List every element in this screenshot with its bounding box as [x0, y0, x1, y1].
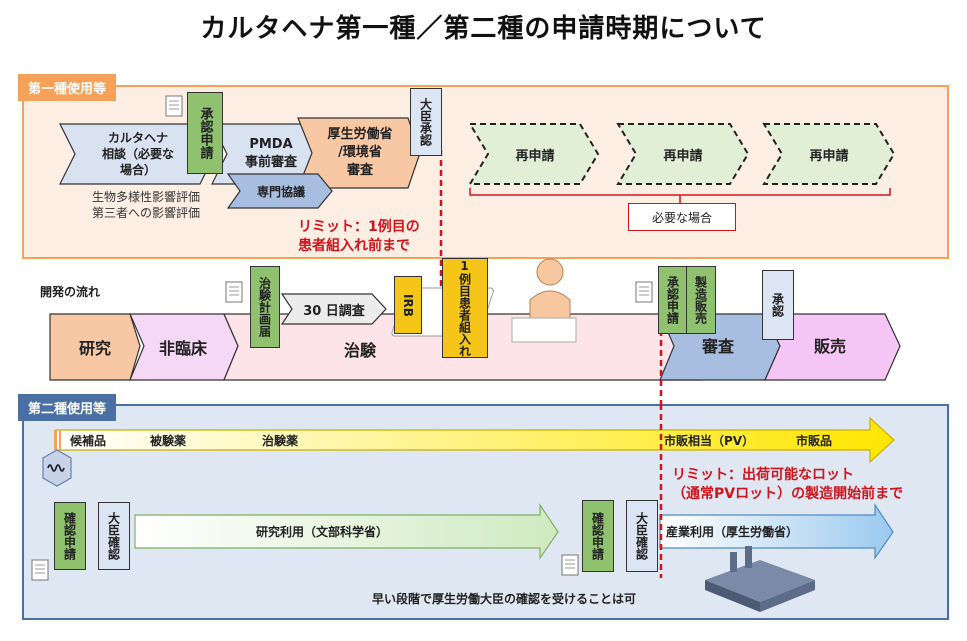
impact-label-2: 第三者への影響評価: [92, 206, 201, 220]
industrial-use-label: 産業利用（厚生労働省）: [666, 525, 799, 539]
specialist-chevron: [226, 173, 333, 209]
trial-label: 治験: [343, 341, 376, 360]
research-label: 研究: [78, 339, 111, 358]
nonclinical-label: 非臨床: [158, 339, 207, 358]
stage-pv: 市販相当（PV）: [664, 434, 755, 448]
minister-confirm-box-2: 大臣確認: [626, 500, 658, 572]
stage-candidate: 候補品: [70, 434, 107, 448]
limit-label-1: リミット：1例目の 患者組入れ前まで: [298, 219, 420, 254]
sales-chevron: [764, 313, 901, 381]
stage-test-drug: 被験薬: [150, 434, 187, 448]
if-needed-box: 必要な場合: [628, 203, 736, 231]
document-icon-3: [635, 281, 653, 303]
specialist-label: 専門協議: [256, 184, 305, 199]
stage-trial-drug: 治験薬: [262, 434, 299, 448]
consult-label: カルタヘナ 相談（必要な 場合）: [101, 131, 174, 177]
flow-label: 開発の流れ: [40, 285, 101, 299]
research-chevron: [49, 313, 141, 381]
confirm-apply-box-2: 確認申請: [582, 500, 614, 572]
minister-approval-box: 大臣承認: [410, 88, 442, 156]
early-confirm-note: 早い段階で厚生労働大臣の確認を受けることは可: [372, 592, 637, 606]
approval-box: 承認: [762, 270, 794, 340]
page-title: カルタヘナ第一種／第二種の申請時期について: [200, 14, 767, 44]
document-icon-2: [225, 281, 243, 303]
type2-tag: 第二種使用等: [18, 394, 117, 421]
reapply-label-3: 再申請: [809, 148, 849, 164]
ministry-label: 厚生労働省 /環境省 審査: [327, 127, 393, 178]
reapply-label-2: 再申請: [663, 148, 703, 164]
minister-confirm-box: 大臣確認: [98, 502, 130, 570]
review-label: 審査: [701, 337, 734, 356]
limit-label-2: リミット：出荷可能なロット （通常PVロット）の製造開始前まで: [672, 467, 904, 502]
research-use-label: 研究利用（文部科学省）: [256, 525, 389, 539]
survey30-label: 30 日調査: [303, 303, 365, 319]
stage-market: 市販品: [796, 434, 833, 448]
impact-label-1: 生物多様性影響評価: [92, 190, 201, 204]
sales-label: 販売: [813, 337, 846, 356]
irb-box: IRB: [394, 276, 422, 334]
first-patient-box: 1例目患者組入れ: [442, 258, 488, 358]
trial-plan-box: 治験計画届: [250, 266, 280, 348]
reapply-chevron-1: [468, 123, 600, 185]
if-needed-bracket: [469, 188, 891, 196]
survey30-chevron: [280, 293, 387, 325]
pmda-label: PMDA 事前審査: [244, 137, 297, 170]
flow-approval-apply-box: 承認申請: [658, 266, 688, 334]
manufacture-box: 製造販売: [686, 266, 716, 334]
document-icon-1: [165, 95, 183, 117]
reapply-label-1: 再申請: [515, 148, 555, 164]
reapply-chevron-3: [762, 123, 896, 185]
reapply-chevron-2: [616, 123, 750, 185]
ministry-chevron: [297, 117, 421, 189]
confirm-apply-box: 確認申請: [54, 502, 86, 570]
approval-apply-box: 承認申請: [187, 92, 223, 174]
irb-label: IRB: [401, 293, 415, 317]
type1-tag: 第一種使用等: [18, 74, 117, 101]
